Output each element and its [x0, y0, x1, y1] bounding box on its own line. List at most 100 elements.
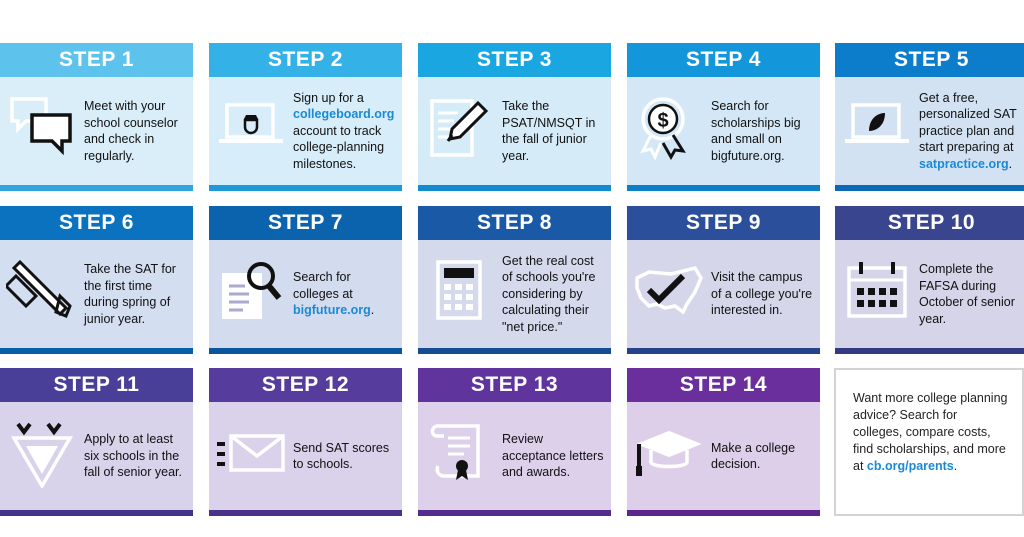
step-description: Take the SAT for the first time during s…: [84, 240, 187, 348]
step-title: STEP 12: [209, 368, 402, 402]
step-footer-bar: [627, 510, 820, 516]
step-footer-bar: [418, 510, 611, 516]
step-description: Review acceptance letters and awards.: [502, 402, 605, 510]
calendar-icon: [841, 254, 913, 326]
pennant-icon: [6, 416, 78, 488]
step-text: Take the SAT for the first time during s…: [84, 262, 176, 326]
step-body: Take the SAT for the first time during s…: [0, 240, 193, 348]
usa-map-check-icon: [633, 254, 705, 326]
step-description: Sign up for a collegeboard.org account t…: [293, 77, 396, 185]
step-title: STEP 14: [627, 368, 820, 402]
step-text-end: .: [370, 303, 375, 318]
step-link[interactable]: collegeboard.org: [293, 107, 395, 122]
step-title: STEP 4: [627, 43, 820, 77]
step-title: STEP 8: [418, 206, 611, 240]
step-text: Complete the FAFSA during October of sen…: [919, 262, 1015, 326]
step-footer-bar: [835, 348, 1024, 354]
diploma-scroll-icon: [424, 416, 496, 488]
step-description: Take the PSAT/NMSQT in the fall of junio…: [502, 77, 605, 185]
step-card-10: STEP 10 Complete the FAFSA during October…: [835, 206, 1024, 354]
step-footer-bar: [209, 510, 402, 516]
step-title: STEP 11: [0, 368, 193, 402]
pencil-ruler-icon: [6, 254, 78, 326]
step-description: Make a college decision.: [711, 402, 814, 510]
step-body: Get a free, personalized SAT practice pl…: [835, 77, 1024, 185]
step-link[interactable]: satpractice.org: [919, 156, 1009, 171]
scholarship-ribbon-icon: $: [633, 91, 705, 163]
step-title: STEP 7: [209, 206, 402, 240]
step-description: Get the real cost of schools you're cons…: [502, 240, 605, 348]
step-body: Sign up for a collegeboard.org account t…: [209, 77, 402, 185]
step-footer-bar: [0, 510, 193, 516]
step-body: Complete the FAFSA during October of sen…: [835, 240, 1024, 348]
more-advice-text: Want more college planning advice? Searc…: [853, 391, 1008, 473]
step-description: Search for colleges at bigfuture.org.: [293, 240, 396, 348]
step-body: Review acceptance letters and awards.: [418, 402, 611, 510]
more-advice-period: .: [953, 459, 958, 473]
step-footer-bar: [627, 185, 820, 191]
step-title: STEP 3: [418, 43, 611, 77]
step-description: Search for scholarships big and small on…: [711, 77, 814, 185]
test-pencil-icon: [424, 91, 496, 163]
svg-text:$: $: [657, 110, 668, 132]
step-text: Apply to at least six schools in the fal…: [84, 432, 182, 480]
calculator-icon: [424, 254, 496, 326]
step-footer-bar: [835, 185, 1024, 191]
step-text-end: account to track college-planning milest…: [293, 123, 385, 171]
step-link[interactable]: bigfuture.org: [293, 303, 371, 318]
step-body: $ Search for scholarships big and small o…: [627, 77, 820, 185]
step-card-1: STEP 1 Meet with your school counselor an…: [0, 43, 193, 191]
step-title: STEP 6: [0, 206, 193, 240]
step-footer-bar: [209, 348, 402, 354]
step-card-6: STEP 6 Take the SAT for the first time du…: [0, 206, 193, 354]
step-text: Get the real cost of schools you're cons…: [502, 253, 596, 334]
step-description: Get a free, personalized SAT practice pl…: [919, 77, 1022, 185]
step-card-8: STEP 8 Get the real cost of schools you'r…: [418, 206, 611, 354]
step-footer-bar: [418, 185, 611, 191]
step-body: Search for colleges at bigfuture.org.: [209, 240, 402, 348]
step-body: Make a college decision.: [627, 402, 820, 510]
laptop-acorn-icon: [215, 91, 287, 163]
step-title: STEP 9: [627, 206, 820, 240]
step-card-5: STEP 5 Get a free, personalized SAT pract…: [835, 43, 1024, 191]
step-body: Send SAT scores to schools.: [209, 402, 402, 510]
step-footer-bar: [209, 185, 402, 191]
step-text: Search for colleges at: [293, 270, 353, 301]
envelope-icon: [215, 416, 287, 488]
step-description: Complete the FAFSA during October of sen…: [919, 240, 1022, 348]
step-description: Visit the campus of a college you're int…: [711, 240, 814, 348]
step-title: STEP 5: [835, 43, 1024, 77]
step-card-3: STEP 3 Take the PSAT/NMSQT in the fall of…: [418, 43, 611, 191]
step-text: Search for scholarships big and small on…: [711, 99, 801, 163]
step-text: Meet with your school counselor and chec…: [84, 99, 178, 163]
step-footer-bar: [0, 185, 193, 191]
chat-bubbles-icon: [6, 91, 78, 163]
step-card-4: STEP 4 $ Search for scholarships big and s…: [627, 43, 820, 191]
step-card-9: STEP 9 Visit the campus of a college you'…: [627, 206, 820, 354]
step-title: STEP 1: [0, 43, 193, 77]
more-advice-box: Want more college planning advice? Searc…: [834, 368, 1024, 516]
step-text: Take the PSAT/NMSQT in the fall of junio…: [502, 99, 596, 163]
step-description: Meet with your school counselor and chec…: [84, 77, 187, 185]
step-card-14: STEP 14 Make a college decision.: [627, 368, 820, 516]
step-body: Take the PSAT/NMSQT in the fall of junio…: [418, 77, 611, 185]
step-text: Make a college decision.: [711, 440, 796, 472]
graduation-cap-icon: [633, 416, 705, 488]
step-description: Send SAT scores to schools.: [293, 402, 396, 510]
step-text: Send SAT scores to schools.: [293, 440, 390, 472]
step-description: Apply to at least six schools in the fal…: [84, 402, 187, 510]
step-text: Sign up for a: [293, 90, 364, 105]
step-text: Visit the campus of a college you're int…: [711, 270, 813, 318]
step-footer-bar: [627, 348, 820, 354]
step-card-11: STEP 11 Apply to at least six schools in …: [0, 368, 193, 516]
step-body: Apply to at least six schools in the fal…: [0, 402, 193, 510]
step-text: Get a free, personalized SAT practice pl…: [919, 90, 1017, 155]
step-body: Meet with your school counselor and chec…: [0, 77, 193, 185]
parents-link[interactable]: cb.org/parents: [866, 459, 954, 473]
step-footer-bar: [418, 348, 611, 354]
step-card-12: STEP 12 Send SAT scores to schools.: [209, 368, 402, 516]
step-title: STEP 10: [835, 206, 1024, 240]
